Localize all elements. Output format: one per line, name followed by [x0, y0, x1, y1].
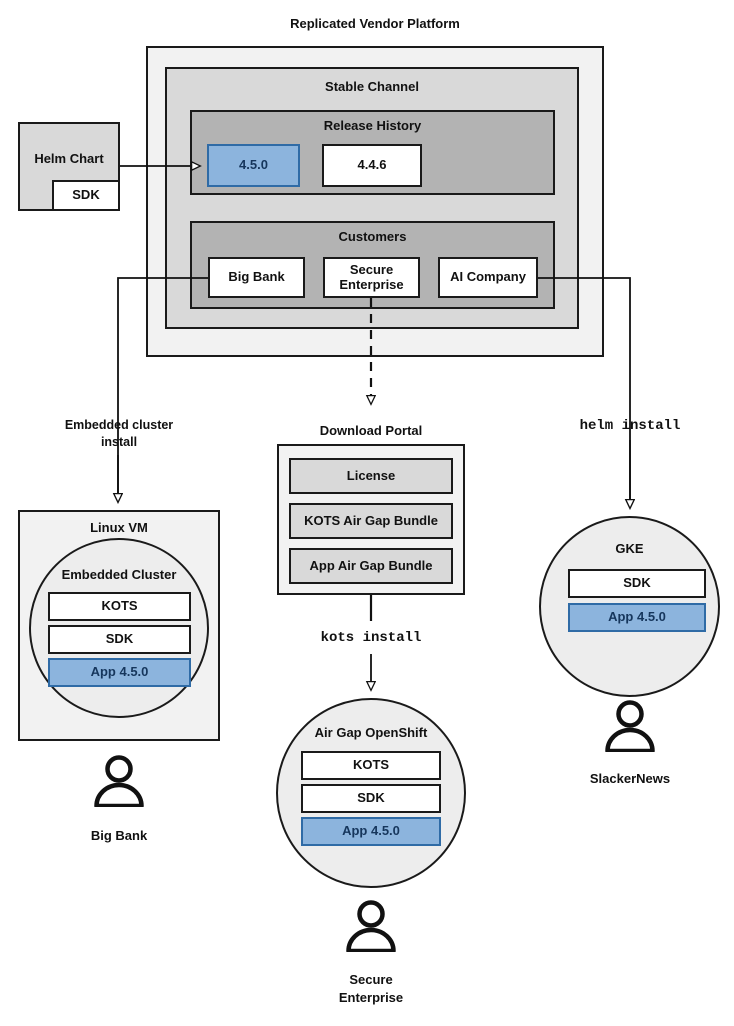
stable-channel-title: Stable Channel	[325, 79, 419, 94]
gke-component-sdk[interactable]: SDK	[568, 569, 706, 598]
portal-item-license[interactable]: License	[289, 458, 453, 494]
linux-vm-component-sdk[interactable]: SDK	[48, 625, 191, 654]
release-4-5-0[interactable]: 4.5.0	[207, 144, 300, 187]
air-gap-openshift-title: Air Gap OpenShift	[314, 725, 428, 740]
helm-chart-label: Helm Chart	[34, 151, 104, 166]
openshift-component-app[interactable]: App 4.5.0	[301, 817, 441, 846]
embedded-cluster-title: Embedded Cluster	[61, 567, 177, 582]
actor-secure-enterprise-icon	[342, 900, 400, 954]
actor-secure-enterprise-line2: Enterprise	[338, 989, 404, 1005]
actor-slackernews-icon	[601, 700, 659, 754]
release-history-title: Release History	[323, 118, 422, 133]
portal-item-kots-air-gap-bundle[interactable]: KOTS Air Gap Bundle	[289, 503, 453, 539]
download-portal-title: Download Portal	[319, 423, 423, 438]
gke-component-app[interactable]: App 4.5.0	[568, 603, 706, 632]
release-4-4-6[interactable]: 4.4.6	[322, 144, 422, 187]
helm-chart-sdk-box[interactable]: SDK	[52, 180, 120, 211]
linux-vm-title: Linux VM	[90, 520, 148, 535]
flow-label-embedded-line2: install	[100, 434, 138, 449]
portal-item-app-air-gap-bundle[interactable]: App Air Gap Bundle	[289, 548, 453, 584]
linux-vm-component-app[interactable]: App 4.5.0	[48, 658, 191, 687]
actor-big-bank-label: Big Bank	[90, 828, 148, 843]
linux-vm-component-kots[interactable]: KOTS	[48, 592, 191, 621]
customer-ai-company[interactable]: AI Company	[438, 257, 538, 298]
actor-slackernews-label: SlackerNews	[589, 771, 671, 786]
flow-label-embedded-line1: Embedded cluster	[64, 418, 174, 432]
actor-secure-enterprise-line1: Secure	[349, 972, 393, 987]
customer-secure-enterprise[interactable]: Secure Enterprise	[323, 257, 420, 298]
openshift-component-sdk[interactable]: SDK	[301, 784, 441, 813]
actor-big-bank-icon	[90, 755, 148, 809]
openshift-component-kots[interactable]: KOTS	[301, 751, 441, 780]
gke-title: GKE	[615, 541, 644, 556]
customers-title: Customers	[338, 229, 407, 244]
flow-label-helm-install: helm install	[579, 418, 681, 434]
actor-secure-enterprise-label: Secure Enterprise	[291, 971, 451, 1006]
customer-secure-enterprise-label: Secure Enterprise	[339, 261, 404, 292]
customer-big-bank[interactable]: Big Bank	[208, 257, 305, 298]
diagram-title: Replicated Vendor Platform	[290, 16, 460, 31]
flow-label-embedded-cluster-install: Embedded cluster install	[44, 417, 194, 451]
flow-label-kots-install: kots install	[320, 630, 422, 646]
